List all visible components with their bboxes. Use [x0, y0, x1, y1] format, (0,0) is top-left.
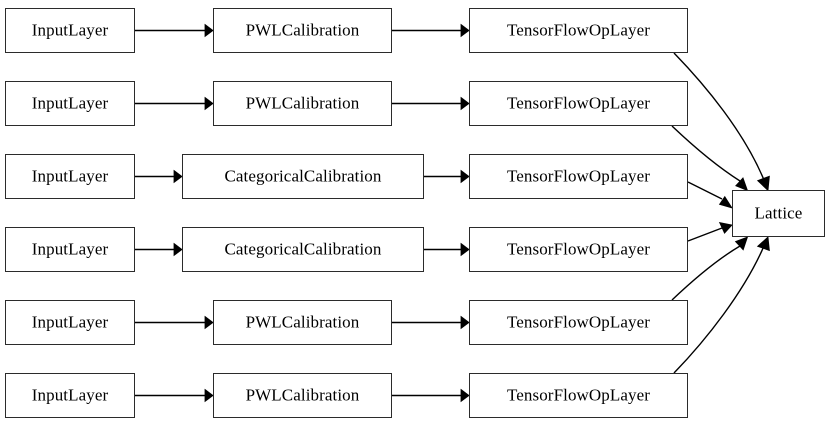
node-label-input_6: InputLayer — [31, 385, 109, 405]
arrowhead-icon — [460, 23, 470, 38]
node-label-input_4: InputLayer — [31, 239, 109, 259]
node-op_3[interactable]: TensorFlowOpLayer — [469, 154, 688, 199]
arrowhead-icon — [204, 96, 214, 111]
edge-input_6-to-calib_6 — [135, 388, 214, 403]
arrowhead-icon — [718, 195, 733, 209]
arrowhead-icon — [204, 388, 214, 403]
arrowhead-icon — [460, 169, 470, 184]
arrowhead-icon — [204, 315, 214, 330]
node-label-input_2: InputLayer — [31, 93, 109, 113]
arrowhead-icon — [173, 169, 183, 184]
edge-input_2-to-calib_2 — [135, 96, 214, 111]
node-lattice[interactable]: Lattice — [732, 190, 825, 237]
edge-calib_1-to-op_1 — [392, 23, 470, 38]
node-label-calib_1: PWLCalibration — [245, 20, 360, 40]
edge-input_5-to-calib_5 — [135, 315, 214, 330]
arrowhead-icon — [460, 388, 470, 403]
node-label-op_4: TensorFlowOpLayer — [506, 239, 651, 259]
arrowhead-icon — [460, 315, 470, 330]
arrowhead-icon — [718, 222, 733, 234]
node-label-input_5: InputLayer — [31, 312, 109, 332]
edge-calib_3-to-op_3 — [424, 169, 470, 184]
node-calib_1[interactable]: PWLCalibration — [213, 8, 392, 53]
arrowhead-icon — [460, 242, 470, 257]
edge-calib_2-to-op_2 — [392, 96, 470, 111]
arrowhead-icon — [173, 242, 183, 257]
edge-calib_5-to-op_5 — [392, 315, 470, 330]
edge-op_1-to-lattice — [673, 52, 770, 192]
node-label-input_1: InputLayer — [31, 20, 109, 40]
arrowhead-icon — [735, 177, 749, 192]
node-input_5[interactable]: InputLayer — [5, 300, 135, 345]
node-label-calib_4: CategoricalCalibration — [224, 239, 382, 259]
node-calib_5[interactable]: PWLCalibration — [213, 300, 392, 345]
node-input_2[interactable]: InputLayer — [5, 81, 135, 126]
edge-op_4-to-lattice — [687, 222, 733, 242]
edge-calib_6-to-op_6 — [392, 388, 470, 403]
edge-line — [687, 181, 723, 200]
edge-op_6-to-lattice — [673, 236, 770, 374]
node-label-op_3: TensorFlowOpLayer — [506, 166, 651, 186]
node-op_6[interactable]: TensorFlowOpLayer — [469, 373, 688, 418]
edge-line — [687, 227, 723, 242]
arrowhead-icon — [734, 236, 749, 251]
node-op_2[interactable]: TensorFlowOpLayer — [469, 81, 688, 126]
node-op_1[interactable]: TensorFlowOpLayer — [469, 8, 688, 53]
arrowhead-icon — [204, 23, 214, 38]
node-input_4[interactable]: InputLayer — [5, 227, 135, 272]
node-label-lattice: Lattice — [754, 203, 803, 223]
edge-input_1-to-calib_1 — [135, 23, 214, 38]
node-label-op_1: TensorFlowOpLayer — [506, 20, 651, 40]
node-input_6[interactable]: InputLayer — [5, 373, 135, 418]
node-op_5[interactable]: TensorFlowOpLayer — [469, 300, 688, 345]
arrowhead-icon — [460, 96, 470, 111]
arrowhead-icon — [756, 236, 770, 252]
node-calib_4[interactable]: CategoricalCalibration — [182, 227, 424, 272]
arrowhead-icon — [756, 175, 770, 192]
node-calib_3[interactable]: CategoricalCalibration — [182, 154, 424, 199]
edge-input_3-to-calib_3 — [135, 169, 183, 184]
node-label-calib_6: PWLCalibration — [245, 385, 360, 405]
node-label-input_3: InputLayer — [31, 166, 109, 186]
node-label-calib_5: PWLCalibration — [245, 312, 360, 332]
node-input_1[interactable]: InputLayer — [5, 8, 135, 53]
node-label-calib_2: PWLCalibration — [245, 93, 360, 113]
node-label-op_6: TensorFlowOpLayer — [506, 385, 651, 405]
node-label-op_5: TensorFlowOpLayer — [506, 312, 651, 332]
node-input_3[interactable]: InputLayer — [5, 154, 135, 199]
edge-input_4-to-calib_4 — [135, 242, 183, 257]
node-label-op_2: TensorFlowOpLayer — [506, 93, 651, 113]
node-calib_2[interactable]: PWLCalibration — [213, 81, 392, 126]
edge-op_3-to-lattice — [687, 181, 733, 209]
node-label-calib_3: CategoricalCalibration — [224, 166, 382, 186]
node-calib_6[interactable]: PWLCalibration — [213, 373, 392, 418]
node-op_4[interactable]: TensorFlowOpLayer — [469, 227, 688, 272]
edge-calib_4-to-op_4 — [424, 242, 470, 257]
